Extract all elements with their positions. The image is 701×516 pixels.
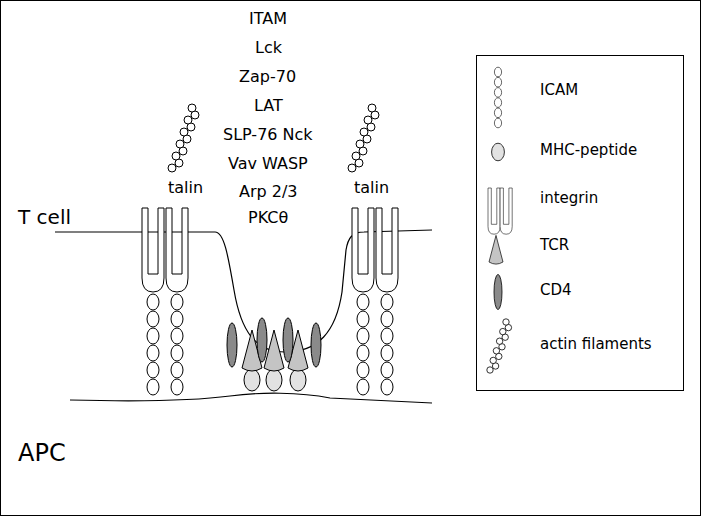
legend-text: TCR (540, 237, 569, 254)
diagram-label: Zap-70 (239, 68, 296, 86)
diagram-label: Lck (255, 39, 282, 57)
legend-text: integrin (540, 190, 598, 207)
diagram-label: LAT (254, 97, 283, 115)
diagram-label: talin (168, 179, 203, 197)
diagram-label: PKCθ (248, 209, 288, 227)
diagram-label: Vav WASP (228, 155, 308, 173)
diagram-label: APC (18, 440, 66, 468)
diagram-label: T cell (18, 206, 71, 229)
diagram-label: Arp 2/3 (239, 183, 298, 201)
legend-text: ICAM (540, 82, 578, 99)
diagram-label: ITAM (249, 10, 287, 28)
diagram-label: SLP-76 Nck (223, 126, 313, 144)
diagram-label: talin (354, 179, 389, 197)
legend-text: MHC-peptide (540, 142, 637, 159)
legend-text: actin filaments (540, 336, 652, 353)
legend-text: CD4 (540, 282, 572, 299)
